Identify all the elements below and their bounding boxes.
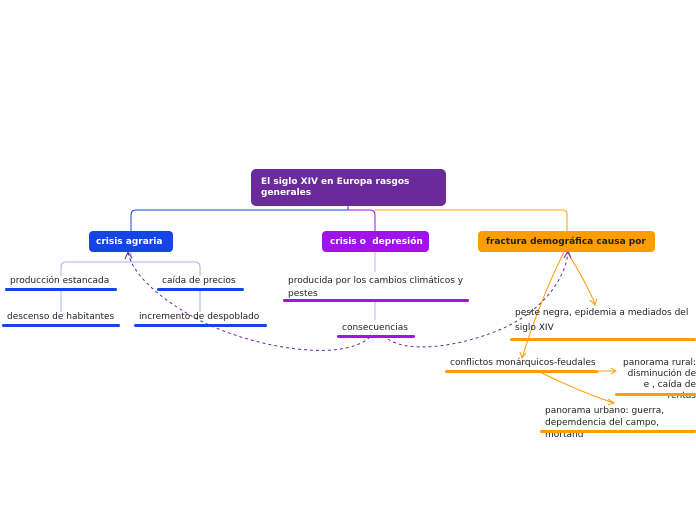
topic-crisis-agraria[interactable]: crisis agraria — [89, 231, 173, 252]
topic-crisis-depresion-label: crisis o depresión — [330, 236, 423, 247]
link-conflictos-urbano — [539, 371, 615, 404]
topic-crisis-agraria-label: crisis agraria — [96, 236, 163, 247]
subtopic-incremento-despoblado[interactable]: incremento de despoblado — [139, 312, 260, 322]
underline-produccion — [5, 288, 117, 291]
topic-fractura-demografica[interactable]: fractura demográfica causa por — [478, 231, 655, 252]
arrow-urbano — [607, 398, 616, 406]
underline-incremento — [134, 324, 267, 327]
root-topic[interactable]: El siglo XIV en Europa rasgos generales — [251, 169, 446, 206]
subtopic-caida-precios[interactable]: caída de precios — [162, 276, 236, 286]
subtopic-panorama-urbano[interactable]: panorama urbano: guerra, depemdencia del… — [545, 406, 665, 440]
underline-caida — [157, 288, 244, 291]
link-root-agraria — [130, 205, 349, 232]
link-agraria-caida — [131, 261, 201, 276]
link-demografica-conflictos — [521, 251, 565, 359]
subtopic-panorama-rural[interactable]: panorama rural: disminución de e , caída… — [623, 358, 696, 401]
underline-producida — [283, 299, 469, 302]
subtopic-peste-negra[interactable]: peste negra, epidemia a mediados del sig… — [515, 308, 689, 333]
subtopic-descenso-habitantes[interactable]: descenso de habitantes — [7, 312, 115, 322]
underline-conflictos — [445, 370, 598, 373]
subtopic-produccion-estancada[interactable]: producción estancada — [10, 276, 110, 286]
dashed-arrow-agraria — [124, 250, 133, 260]
underline-consecuencias — [337, 335, 415, 338]
link-root-depresion — [348, 209, 376, 232]
underline-descenso — [2, 324, 120, 327]
arrow-peste — [589, 297, 598, 306]
link-demografica-peste — [566, 251, 596, 305]
subtopic-consecuencias[interactable]: consecuencias — [342, 323, 408, 333]
subtopic-conflictos-monarquicos[interactable]: conflictos monárquicos-feudales — [450, 358, 596, 368]
root-topic-label: El siglo XIV en Europa rasgos generales — [261, 176, 410, 198]
dashed-link-consecuencias-agraria — [127, 252, 371, 351]
subtopic-producida-cambios[interactable]: producida por los cambios climáticos y p… — [288, 276, 464, 299]
link-root-demografica — [375, 209, 568, 232]
topic-crisis-depresion[interactable]: crisis o depresión — [322, 231, 429, 252]
underline-peste — [510, 338, 696, 341]
arrow-conflictos — [519, 351, 527, 360]
topic-fractura-demografica-label: fractura demográfica causa por — [486, 236, 646, 247]
link-agraria-produccion — [60, 252, 132, 276]
underline-urbano — [540, 430, 696, 433]
underline-rural — [615, 393, 696, 396]
arrow-rural — [610, 367, 617, 375]
dashed-link-consecuencias-demografica — [387, 251, 569, 348]
